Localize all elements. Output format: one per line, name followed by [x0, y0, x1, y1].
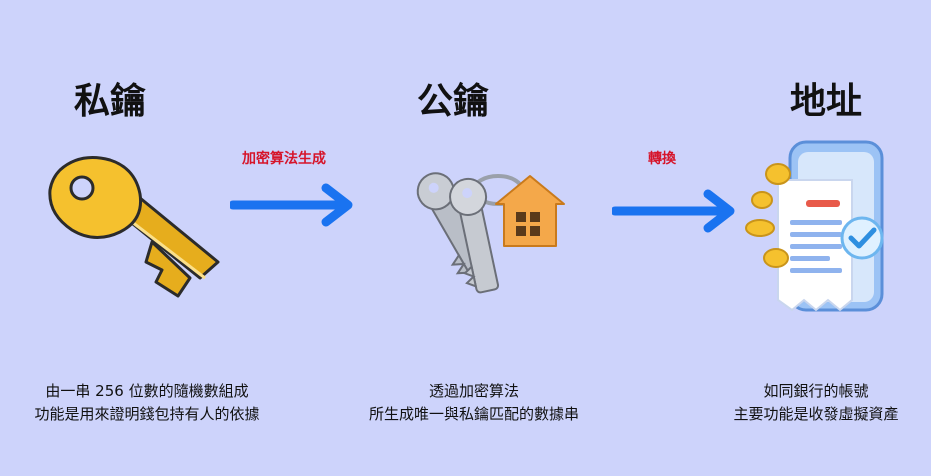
receipt-phone-icon: [745, 140, 884, 312]
gold-key-icon: [48, 156, 220, 298]
title-private-key: 私鑰: [73, 81, 146, 122]
title-address: 地址: [789, 81, 862, 122]
description-private-key: 由一串 256 位數的隨機數組成 功能是用來證明錢包持有人的依據: [0, 380, 297, 426]
right-arrow-icon: [612, 189, 735, 233]
description-line: 透過加密算法: [428, 382, 519, 400]
description-line: 主要功能是收發虛擬資產: [733, 405, 899, 423]
description-address: 如同銀行的帳號 主要功能是收發虛擬資產: [666, 380, 931, 426]
arrow-label-generate: 加密算法生成: [242, 151, 326, 167]
description-line: 所生成唯一與私鑰匹配的數據串: [368, 405, 579, 423]
description-line: 由一串 256 位數的隨機數組成: [45, 382, 249, 400]
right-arrow-icon: [230, 183, 353, 227]
arrow-label-convert: 轉換: [648, 151, 676, 167]
description-line: 如同銀行的帳號: [763, 382, 869, 400]
description-public-key: 透過加密算法 所生成唯一與私鑰匹配的數據串: [324, 380, 624, 426]
house-keychain-icon: [416, 172, 565, 294]
title-public-key: 公鑰: [416, 81, 489, 122]
description-line: 功能是用來證明錢包持有人的依據: [34, 405, 260, 423]
